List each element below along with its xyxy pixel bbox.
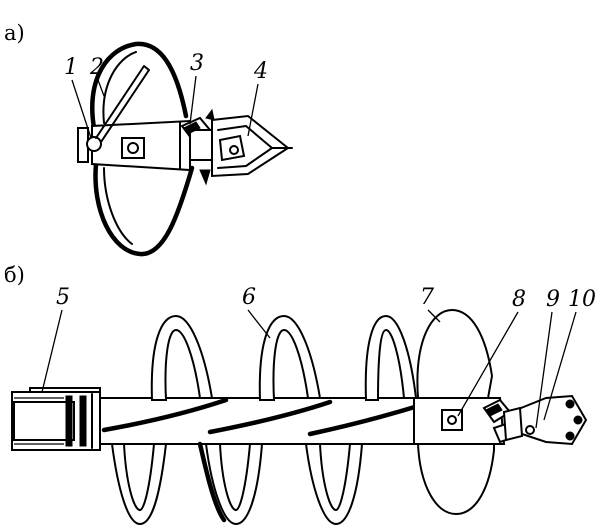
helix-flights-6: [101, 314, 421, 526]
label-5: 5: [56, 285, 70, 310]
flight-2: [258, 314, 322, 401]
flight-3-lower: [304, 443, 364, 526]
upper-blade-front-edge: [102, 51, 137, 124]
drill-head-view-a: [77, 41, 293, 257]
leader-5: [41, 309, 63, 393]
lower-blade-front-edge: [103, 167, 133, 245]
coupling-inner: [13, 401, 75, 441]
square-bolt-8: [441, 409, 463, 431]
pilot-cone-tooth-1: [565, 399, 575, 409]
leader-10: [543, 311, 577, 421]
pilot-cone-pin: [525, 425, 535, 435]
label-8: 8: [512, 287, 526, 312]
cutter-teeth-dark: [485, 403, 503, 417]
leader-1: [71, 79, 92, 139]
auger-view-b: [11, 308, 588, 526]
square-bolt-8-hole: [447, 415, 457, 425]
flight-2-lower: [204, 443, 264, 526]
blade-7-lower: [416, 443, 495, 516]
flight-1-lower: [110, 443, 168, 526]
panel-a-label: а): [4, 21, 25, 45]
lower-blade-back-edge: [93, 161, 195, 257]
flight-2-cross: [207, 399, 333, 435]
pilot-cone-tooth-3: [565, 431, 575, 441]
leader-6: [247, 309, 271, 339]
coupling-end: [29, 387, 101, 393]
label-1: 1: [64, 55, 78, 80]
fin-upper: [205, 108, 215, 121]
lever-arm: [95, 65, 150, 143]
upper-blade-back-edge: [90, 41, 189, 131]
label-3: 3: [190, 51, 204, 76]
flight-3: [364, 314, 418, 401]
cutter-detail: [183, 121, 201, 135]
label-10: 10: [568, 287, 596, 312]
panel-b-label: б): [4, 263, 25, 287]
coupling-band-2: [79, 395, 87, 447]
leader-9: [535, 311, 553, 429]
leader-8: [457, 311, 519, 417]
blade-7-upper: [416, 308, 494, 399]
label-4: 4: [253, 59, 268, 84]
fin-lower: [199, 169, 211, 186]
center-pin-1: [86, 136, 102, 152]
pilot-cone-tooth-2: [573, 415, 583, 425]
leader-2: [97, 79, 105, 97]
coupling-band-1: [65, 395, 73, 447]
label-6: 6: [242, 285, 256, 310]
flight-1-cross: [101, 397, 229, 523]
square-bolt-hole: [127, 142, 139, 154]
flight-1: [150, 314, 214, 401]
label-2: 2: [89, 55, 104, 80]
leader-7: [427, 309, 441, 323]
flight-3-cross: [307, 403, 421, 437]
leader-4: [247, 83, 259, 137]
label-7: 7: [420, 285, 434, 310]
square-bolt: [121, 137, 145, 159]
cutter-holder: [189, 129, 213, 161]
label-9: 9: [546, 287, 560, 312]
leader-3: [189, 75, 197, 125]
pilot-cone-neck: [502, 406, 524, 442]
pilot-bit-4: [211, 114, 290, 178]
pilot-bit-shank: [218, 134, 246, 162]
pilot-bit-pin: [229, 145, 239, 155]
